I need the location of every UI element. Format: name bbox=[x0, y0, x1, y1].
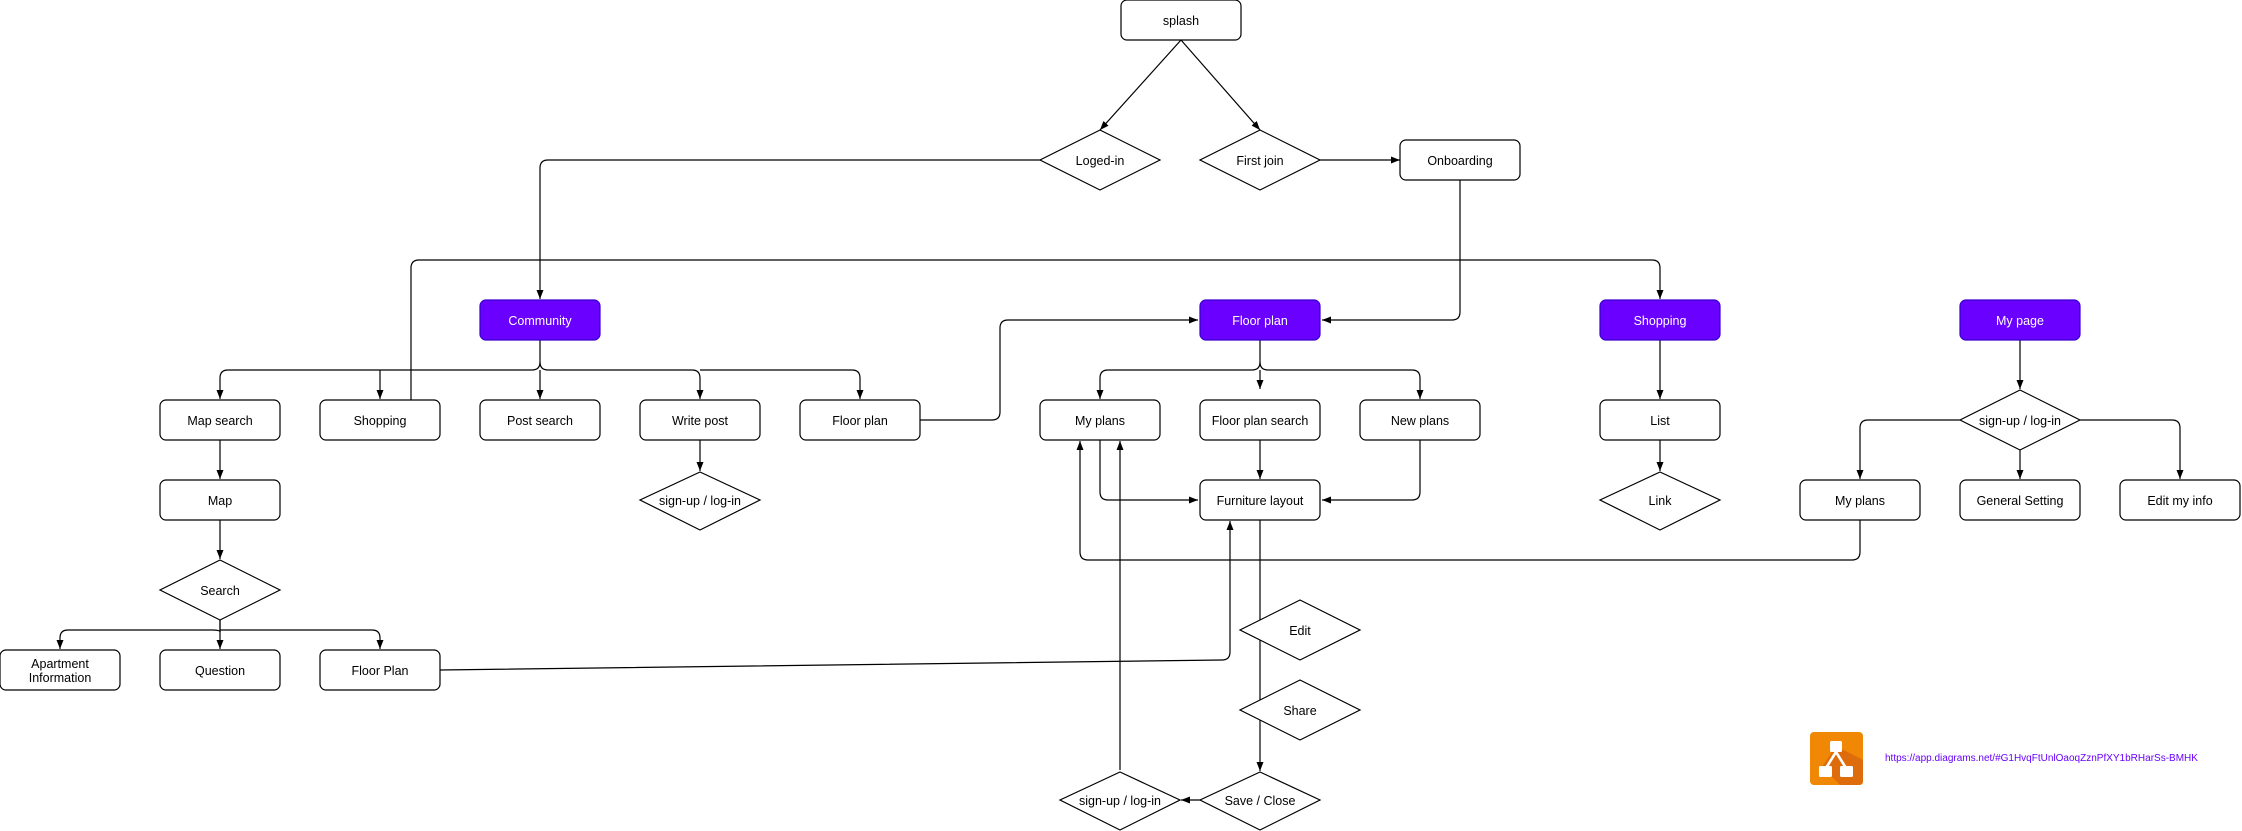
first-join-decision[interactable]: First join bbox=[1198, 129, 1322, 191]
post-search-node[interactable]: Post search bbox=[479, 399, 601, 441]
svg-text:Map: Map bbox=[208, 494, 232, 508]
edge-search-branch bbox=[56, 620, 221, 649]
svg-text:My page: My page bbox=[1996, 314, 2044, 328]
my-plans-node[interactable]: My plans bbox=[1039, 399, 1161, 441]
community-shopping-node[interactable]: Shopping bbox=[319, 399, 441, 441]
mypage-signup-decision[interactable]: sign-up / log-in bbox=[1958, 389, 2082, 451]
community-floor-plan-node[interactable]: Floor plan bbox=[799, 399, 921, 441]
mypage-my-plans-node[interactable]: My plans bbox=[1799, 479, 1921, 521]
svg-text:Floor plan: Floor plan bbox=[832, 414, 888, 428]
map-search-node[interactable]: Map search bbox=[159, 399, 281, 441]
edge-splash-logged-in bbox=[1099, 39, 1182, 131]
svg-text:Save / Close: Save / Close bbox=[1225, 794, 1296, 808]
svg-text:sign-up / log-in: sign-up / log-in bbox=[659, 494, 741, 508]
svg-text:Search: Search bbox=[200, 584, 240, 598]
edge-mypage-plans-to-my-plans bbox=[1076, 441, 1861, 561]
my-page-tab[interactable]: My page bbox=[1959, 299, 2081, 341]
edge-logged-in-community bbox=[536, 159, 1040, 299]
svg-text:splash: splash bbox=[1163, 14, 1199, 28]
diagram-url-link[interactable]: https://app.diagrams.net/#G1HvqFtUnlOaoq… bbox=[1885, 753, 2198, 764]
svg-text:Floor plan search: Floor plan search bbox=[1212, 414, 1309, 428]
svg-text:Floor plan: Floor plan bbox=[1232, 314, 1288, 328]
save-close-decision[interactable]: Save / Close bbox=[1198, 771, 1322, 831]
svg-text:Link: Link bbox=[1649, 494, 1673, 508]
connectors bbox=[56, 39, 2184, 804]
svg-text:sign-up / log-in: sign-up / log-in bbox=[1979, 414, 2061, 428]
svg-text:Floor Plan: Floor Plan bbox=[352, 664, 409, 678]
edge-signup-edit-info bbox=[2080, 419, 2184, 479]
floor-plan-search-node[interactable]: Floor plan search bbox=[1199, 399, 1321, 441]
svg-text:Map search: Map search bbox=[187, 414, 252, 428]
edge-new-plans-furniture bbox=[1322, 440, 1421, 504]
onboarding-node[interactable]: Onboarding bbox=[1399, 139, 1521, 181]
svg-text:My plans: My plans bbox=[1835, 494, 1885, 508]
svg-text:List: List bbox=[1650, 414, 1670, 428]
svg-text:Share: Share bbox=[1283, 704, 1316, 718]
drawio-logo-icon bbox=[1810, 732, 1863, 785]
edge-community-write-post bbox=[539, 361, 704, 399]
edge-search-floor-plan bbox=[220, 629, 384, 649]
community-tab[interactable]: Community bbox=[479, 299, 601, 341]
shopping-tab[interactable]: Shopping bbox=[1599, 299, 1721, 341]
write-post-node[interactable]: Write post bbox=[639, 399, 761, 441]
svg-text:New plans: New plans bbox=[1391, 414, 1449, 428]
edge-floor-plan-furniture bbox=[439, 521, 1234, 671]
edge-splash-first-join bbox=[1180, 39, 1261, 131]
svg-text:Edit: Edit bbox=[1289, 624, 1311, 638]
question-node[interactable]: Question bbox=[159, 649, 281, 691]
furniture-layout-node[interactable]: Furniture layout bbox=[1199, 479, 1321, 521]
edge-floor-plan-new bbox=[1259, 361, 1424, 399]
save-signup-decision[interactable]: sign-up / log-in bbox=[1058, 771, 1182, 831]
svg-text:Onboarding: Onboarding bbox=[1427, 154, 1492, 168]
svg-text:Community: Community bbox=[508, 314, 572, 328]
link-decision[interactable]: Link bbox=[1598, 471, 1722, 531]
splash-node[interactable]: splash bbox=[1120, 0, 1242, 41]
svg-text:First join: First join bbox=[1236, 154, 1283, 168]
svg-text:Shopping: Shopping bbox=[1634, 314, 1687, 328]
edge-onboarding-floor-plan bbox=[1322, 180, 1461, 324]
write-post-signup-decision[interactable]: sign-up / log-in bbox=[638, 471, 762, 531]
search-floor-plan-node[interactable]: Floor Plan bbox=[319, 649, 441, 691]
svg-text:Apartment: Apartment bbox=[31, 657, 89, 671]
svg-text:Write post: Write post bbox=[672, 414, 729, 428]
general-setting-node[interactable]: General Setting bbox=[1959, 479, 2081, 521]
edge-my-plans-furniture bbox=[1099, 440, 1198, 504]
edit-decision[interactable]: Edit bbox=[1238, 599, 1362, 661]
svg-text:Information: Information bbox=[29, 671, 92, 685]
svg-text:Loged-in: Loged-in bbox=[1076, 154, 1125, 168]
edge-floor-plan-branch bbox=[1096, 340, 1261, 399]
list-node[interactable]: List bbox=[1599, 399, 1721, 441]
svg-text:Shopping: Shopping bbox=[354, 414, 407, 428]
svg-text:Edit my info: Edit my info bbox=[2147, 494, 2212, 508]
edge-signup-my-plans-mp bbox=[1856, 419, 1960, 479]
svg-text:My plans: My plans bbox=[1075, 414, 1125, 428]
svg-text:Question: Question bbox=[195, 664, 245, 678]
logged-in-decision[interactable]: Loged-in bbox=[1038, 129, 1162, 191]
svg-text:Post search: Post search bbox=[507, 414, 573, 428]
svg-text:Furniture layout: Furniture layout bbox=[1217, 494, 1304, 508]
map-node[interactable]: Map bbox=[159, 479, 281, 521]
svg-text:General Setting: General Setting bbox=[1977, 494, 2064, 508]
edge-community-floor-plan-to-floor-plan bbox=[920, 316, 1198, 421]
edge-shopping-to-shopping-tab bbox=[410, 259, 1664, 400]
edit-my-info-node[interactable]: Edit my info bbox=[2119, 479, 2241, 521]
apartment-information-node[interactable]: Apartment Information bbox=[0, 649, 121, 691]
floor-plan-tab[interactable]: Floor plan bbox=[1199, 299, 1321, 341]
svg-text:sign-up / log-in: sign-up / log-in bbox=[1079, 794, 1161, 808]
search-decision[interactable]: Search bbox=[158, 559, 282, 621]
share-decision[interactable]: Share bbox=[1238, 679, 1362, 741]
edge-community-floor-plan bbox=[700, 369, 864, 399]
new-plans-node[interactable]: New plans bbox=[1359, 399, 1481, 441]
